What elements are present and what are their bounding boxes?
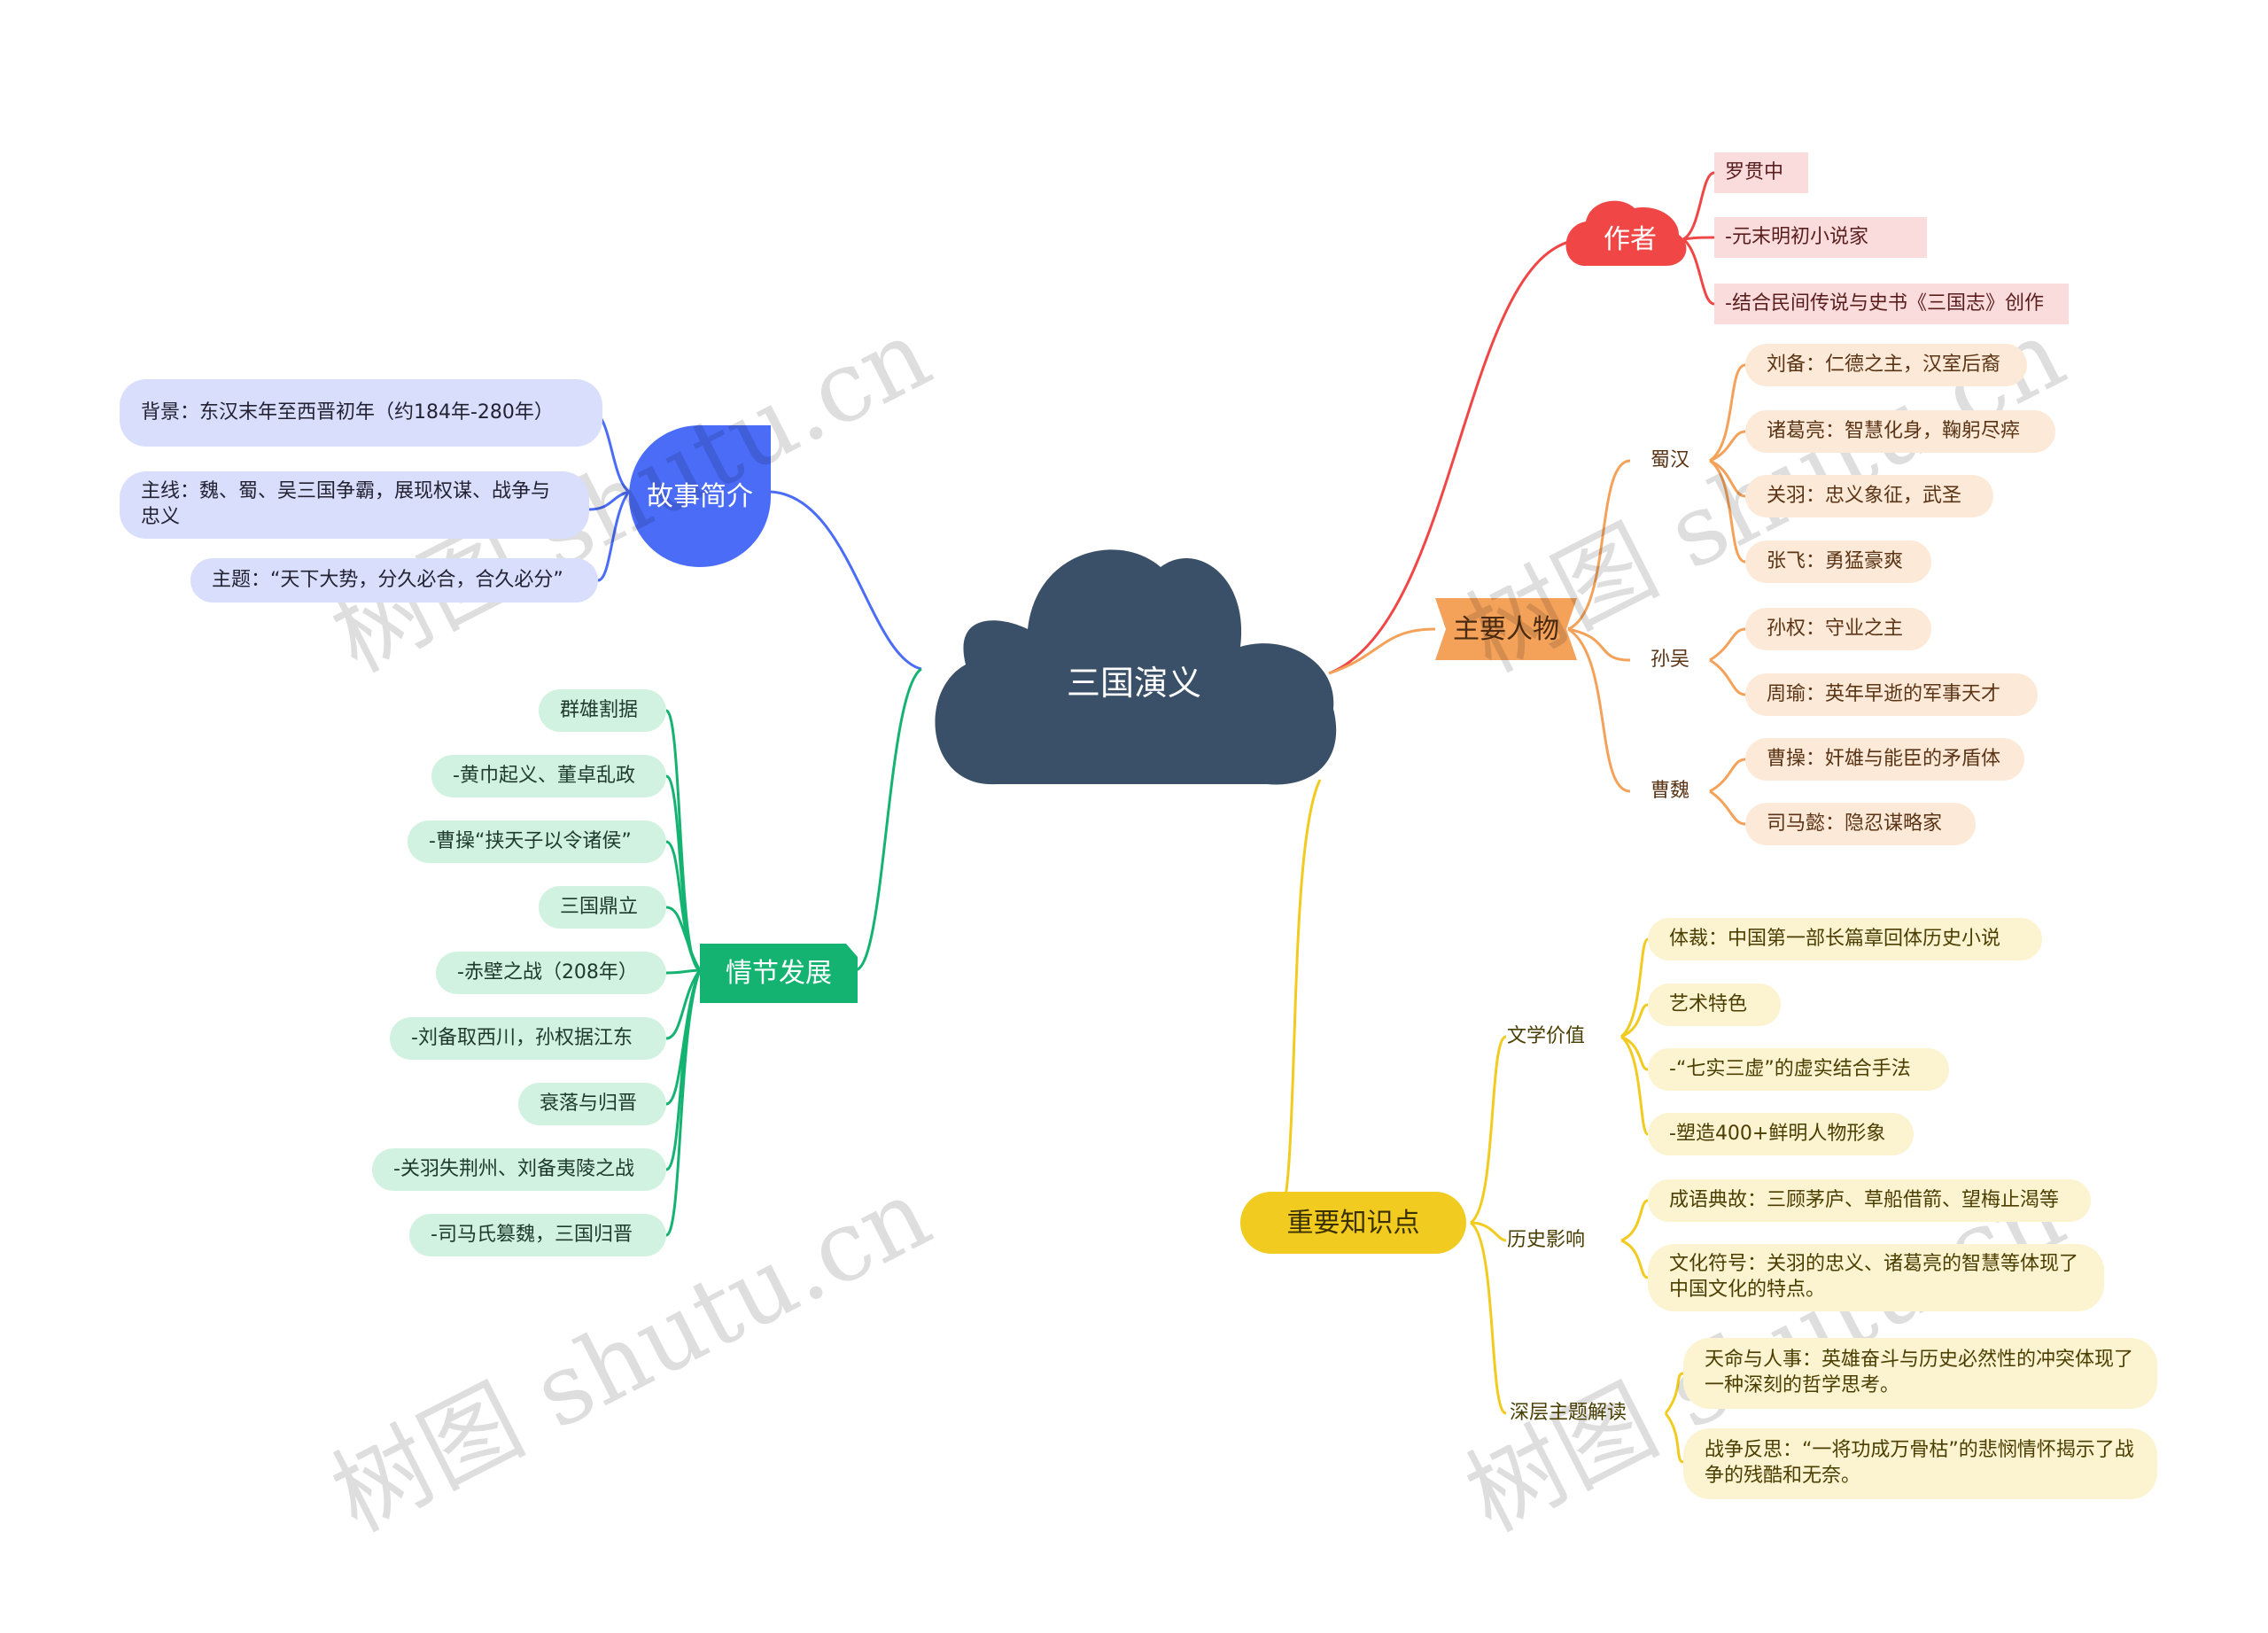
knowledge-item[interactable]: 战争反思：“一将功成万骨枯”的悲悯情怀揭示了战争的残酷和无奈。 [1683, 1428, 2157, 1499]
author-item[interactable]: 罗贯中 [1714, 152, 1808, 193]
plot-item[interactable]: -曹操“挟天子以令诸侯” [408, 820, 666, 863]
plot-item[interactable]: 衰落与归晋 [518, 1083, 666, 1125]
plot-item[interactable]: 三国鼎立 [539, 886, 666, 929]
author-branch-label[interactable]: 作者 [1604, 223, 1657, 255]
center-title[interactable]: 三国演义 [1066, 664, 1201, 703]
knowledge-item[interactable]: -“七实三虚”的虚实结合手法 [1648, 1048, 1949, 1091]
plot-shape [700, 944, 858, 1003]
knowledge-item[interactable]: 艺术特色 [1648, 984, 1781, 1026]
knowledge-group-label[interactable]: 深层主题解读 [1509, 1401, 1627, 1424]
knowledge-item[interactable]: 天命与人事：英雄奋斗与历史必然性的冲突体现了一种深刻的哲学思考。 [1683, 1338, 2157, 1409]
author-item[interactable]: -结合民间传说与史书《三国志》创作 [1714, 284, 2069, 324]
knowledge-group-label[interactable]: 文学价值 [1506, 1024, 1585, 1047]
knowledge-shape [1240, 1192, 1466, 1254]
character-item[interactable]: 张飞：勇猛豪爽 [1745, 540, 1931, 583]
story-item[interactable]: 主线：魏、蜀、吴三国争霸，展现权谋、战争与忠义 [120, 471, 589, 539]
characters-connectors [1328, 363, 1746, 826]
knowledge-item[interactable]: 成语典故：三顾茅庐、草船借箭、望梅止渴等 [1648, 1179, 2091, 1222]
knowledge-item[interactable]: 文化符号：关羽的忠义、诸葛亮的智慧等体现了中国文化的特点。 [1648, 1244, 2104, 1311]
character-item[interactable]: 关羽：忠义象征，武圣 [1745, 475, 1993, 517]
author-shape [1565, 200, 1687, 266]
character-group-label[interactable]: 蜀汉 [1650, 448, 1689, 471]
plot-item[interactable]: -关羽失荆州、刘备夷陵之战 [372, 1148, 666, 1191]
knowledge-branch-label[interactable]: 重要知识点 [1286, 1207, 1420, 1239]
plot-branch-label[interactable]: 情节发展 [726, 958, 832, 989]
story-item[interactable]: 背景：东汉末年至西晋初年（约184年-280年） [120, 379, 602, 447]
knowledge-item[interactable]: 体裁：中国第一部长篇章回体历史小说 [1648, 918, 2042, 960]
plot-item[interactable]: -赤壁之战（208年） [436, 952, 666, 994]
author-item[interactable]: -元末明初小说家 [1714, 217, 1927, 258]
character-item[interactable]: 周瑜：英年早逝的军事天才 [1745, 673, 2038, 716]
characters-shape [1435, 598, 1577, 660]
knowledge-item[interactable]: -塑造400+鲜明人物形象 [1648, 1113, 1914, 1155]
plot-item[interactable]: -黄巾起义、董卓乱政 [431, 755, 666, 797]
knowledge-group-label[interactable]: 历史影响 [1506, 1228, 1585, 1251]
character-item[interactable]: 孙权：守业之主 [1745, 608, 1931, 650]
plot-item[interactable]: -司马氏篡魏，三国归晋 [409, 1214, 666, 1256]
knowledge-connectors [1275, 779, 1684, 1464]
story-branch-label[interactable]: 故事简介 [647, 480, 753, 512]
plot-item[interactable]: 群雄割据 [539, 689, 666, 732]
character-group-label[interactable]: 孙吴 [1650, 648, 1689, 671]
story-item[interactable]: 主题：“天下大势，分久必合，合久必分” [190, 558, 598, 603]
characters-branch-label[interactable]: 主要人物 [1453, 613, 1559, 645]
plot-connectors [664, 667, 922, 1237]
character-item[interactable]: 曹操：奸雄与能臣的矛盾体 [1745, 738, 2024, 781]
character-item[interactable]: 刘备：仁德之主，汉室后裔 [1745, 344, 2027, 386]
center-cloud [935, 549, 1337, 785]
plot-item[interactable]: -刘备取西川，孙权据江东 [390, 1017, 666, 1060]
character-item[interactable]: 司马懿：隐忍谋略家 [1745, 803, 1976, 845]
author-connectors [1328, 171, 1715, 675]
character-item[interactable]: 诸葛亮：智慧化身，鞠躬尽瘁 [1745, 410, 2055, 453]
character-group-label[interactable]: 曹魏 [1650, 779, 1689, 802]
story-shape [629, 425, 771, 567]
